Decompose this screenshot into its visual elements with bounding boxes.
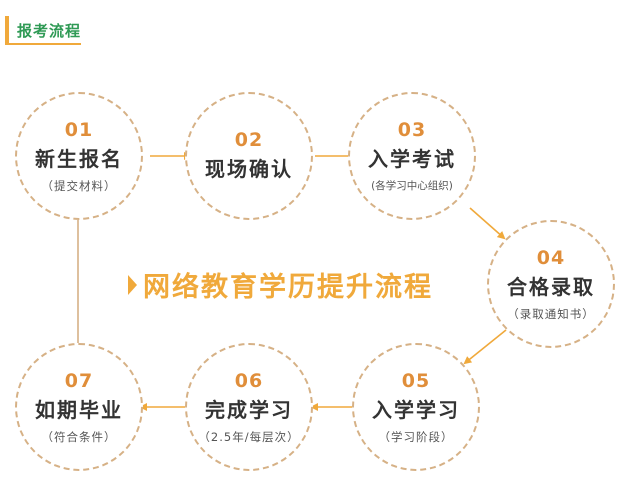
step-note: （学习阶段）	[378, 429, 454, 444]
play-triangle-icon	[128, 274, 137, 295]
step-number: 03	[397, 118, 427, 141]
header-accent-bar	[5, 16, 9, 44]
step-title: 完成学习	[205, 397, 293, 422]
step-06: 06 完成学习 （2.5年/每层次）	[185, 343, 313, 471]
step-title: 入学考试	[368, 146, 456, 171]
step-number: 04	[536, 246, 566, 269]
step-note: (各学习中心组织)	[371, 179, 453, 192]
step-02: 02 现场确认	[185, 92, 313, 220]
step-title: 合格录取	[507, 274, 595, 299]
step-number: 05	[401, 369, 431, 392]
step-number: 06	[234, 369, 264, 392]
step-01: 01 新生报名 （提交材料）	[15, 92, 143, 220]
step-note: （提交材料）	[41, 178, 117, 193]
step-07: 07 如期毕业 （符合条件）	[15, 343, 143, 471]
center-heading-text: 网络教育学历提升流程	[143, 272, 433, 303]
step-note: （2.5年/每层次）	[198, 429, 300, 444]
arrow-03-04	[469, 207, 506, 240]
header-underline	[5, 43, 81, 45]
section-header: 报考流程	[0, 0, 630, 50]
step-05: 05 入学学习 （学习阶段）	[352, 343, 480, 471]
section-title: 报考流程	[17, 22, 82, 40]
step-number: 02	[234, 129, 264, 151]
center-heading: 网络教育学历提升流程	[128, 265, 433, 304]
step-note: （符合条件）	[41, 429, 117, 444]
step-03: 03 入学考试 (各学习中心组织)	[348, 92, 476, 220]
step-04: 04 合格录取 （录取通知书）	[487, 220, 615, 348]
step-note: （录取通知书）	[507, 306, 595, 321]
step-title: 如期毕业	[35, 397, 123, 422]
step-title: 现场确认	[205, 157, 293, 181]
step-number: 07	[64, 369, 94, 392]
arrow-04-05	[463, 329, 507, 365]
step-title: 新生报名	[35, 146, 123, 171]
step-number: 01	[64, 118, 94, 141]
step-title: 入学学习	[372, 397, 460, 422]
